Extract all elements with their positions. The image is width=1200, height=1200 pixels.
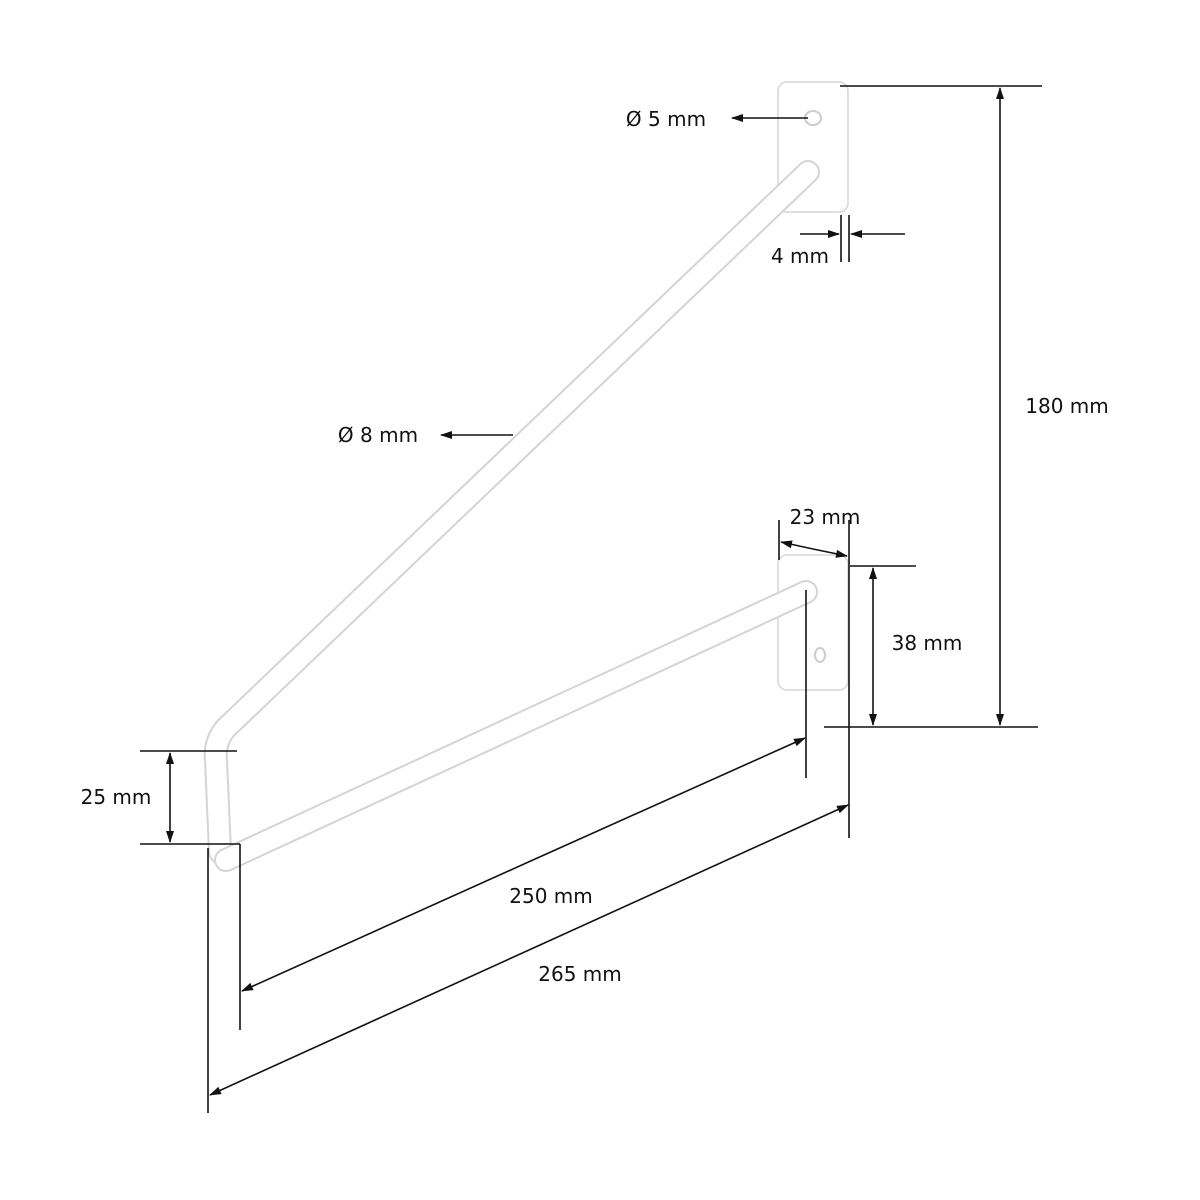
bracket [203,81,849,872]
bend-height-label: 25 mm [80,785,152,809]
hole-diameter-label: Ø 5 mm [625,107,707,131]
lower-wall-plate [777,554,849,691]
plate-thickness-label: 4 mm [770,244,830,268]
diagonal-rod-edge [203,160,820,864]
plate-width-label: 23 mm [789,505,861,529]
screw-hole-lower [814,647,826,663]
inner-length-label: 250 mm [509,884,593,908]
outer-length-label: 265 mm [538,962,622,986]
dimension-lines [140,85,1042,1113]
rod-diameter-label: Ø 8 mm [337,423,419,447]
total-height-label: 180 mm [1025,394,1109,418]
plate-height-label: 38 mm [891,631,963,655]
diagonal-rod [205,162,818,862]
horizontal-rod [216,582,816,870]
